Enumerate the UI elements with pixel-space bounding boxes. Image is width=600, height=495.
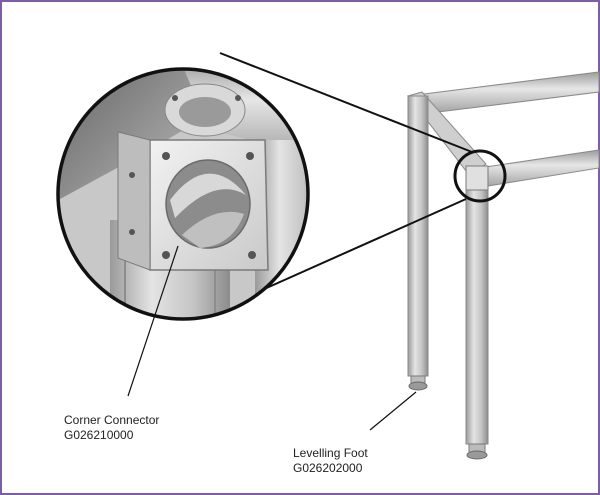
zoom-tangent-top xyxy=(219,52,473,153)
zoom-detail xyxy=(58,69,308,319)
corner-connector-callout: Corner Connector G026210000 xyxy=(64,413,159,443)
leg-back-left xyxy=(407,95,429,377)
levelling-foot-name: Levelling Foot xyxy=(293,446,368,460)
levelling-foot-leader xyxy=(369,391,417,431)
leg-front xyxy=(465,185,489,445)
levelling-foot-part-number: G026202000 xyxy=(293,461,363,475)
corner-connector-part-number: G026210000 xyxy=(64,428,134,442)
zoom-tangent-bottom xyxy=(261,198,467,291)
levelling-foot-callout: Levelling Foot G026202000 xyxy=(293,446,368,476)
zoom-circle-outline xyxy=(56,67,310,321)
table-frame xyxy=(407,71,600,460)
corner-connector-name: Corner Connector xyxy=(64,413,160,427)
corner-connector-leader xyxy=(127,245,179,397)
corner-highlight-ring xyxy=(453,149,507,203)
